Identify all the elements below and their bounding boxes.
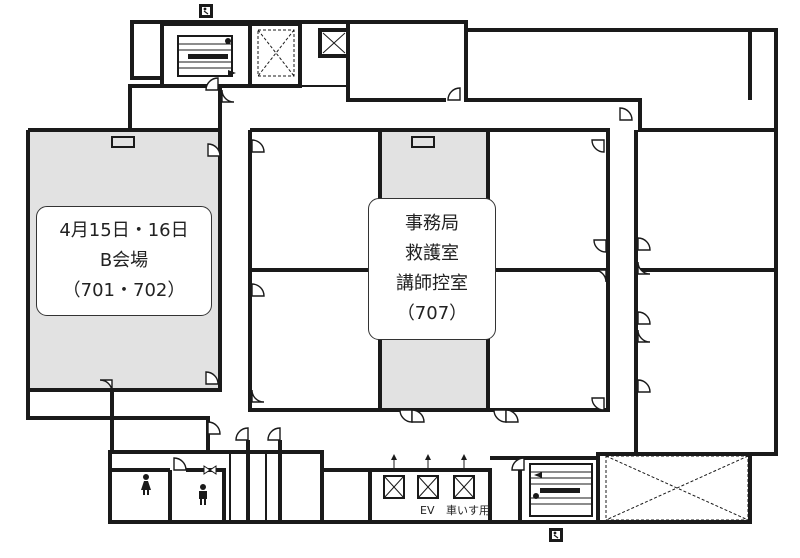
doors bbox=[99, 77, 651, 475]
stairs-north[interactable] bbox=[177, 35, 236, 77]
emergency-exit-icon bbox=[549, 528, 563, 542]
ceiling-vent bbox=[111, 136, 135, 148]
office-secretariat: 事務局 bbox=[405, 213, 459, 234]
wheelchair-elevator-label: 車いす用 bbox=[446, 503, 490, 517]
ceiling-vent bbox=[411, 136, 435, 148]
women-restroom-icon[interactable] bbox=[141, 474, 151, 495]
venue-b-walls bbox=[26, 128, 222, 392]
elevator-1[interactable] bbox=[383, 454, 405, 499]
shaft-southeast bbox=[605, 455, 749, 521]
office-first-aid: 救護室 bbox=[405, 243, 459, 264]
emergency-exit-icon bbox=[199, 4, 213, 18]
venue-b-dates: 4月15日・16日 bbox=[59, 220, 189, 241]
men-restroom-icon[interactable] bbox=[199, 484, 207, 505]
shaft-small-x bbox=[322, 32, 346, 54]
stairs-south[interactable] bbox=[529, 463, 593, 517]
office-label[interactable]: 事務局 救護室 講師控室 （707） bbox=[368, 198, 496, 340]
stair-north-room bbox=[160, 22, 302, 88]
office-room-number: （707） bbox=[396, 303, 468, 324]
shaft-north bbox=[257, 29, 295, 77]
elevator-2[interactable] bbox=[417, 454, 439, 499]
venue-b-rooms: （701・702） bbox=[62, 280, 186, 301]
elevator-label: EV bbox=[420, 504, 435, 517]
venue-b-label[interactable]: 4月15日・16日 B会場 （701・702） bbox=[36, 206, 212, 316]
venue-b-name: B会場 bbox=[99, 250, 149, 271]
office-lecturer-room: 講師控室 bbox=[396, 273, 468, 294]
stair-east-walls bbox=[598, 454, 752, 524]
elevator-wheelchair[interactable] bbox=[453, 454, 475, 499]
